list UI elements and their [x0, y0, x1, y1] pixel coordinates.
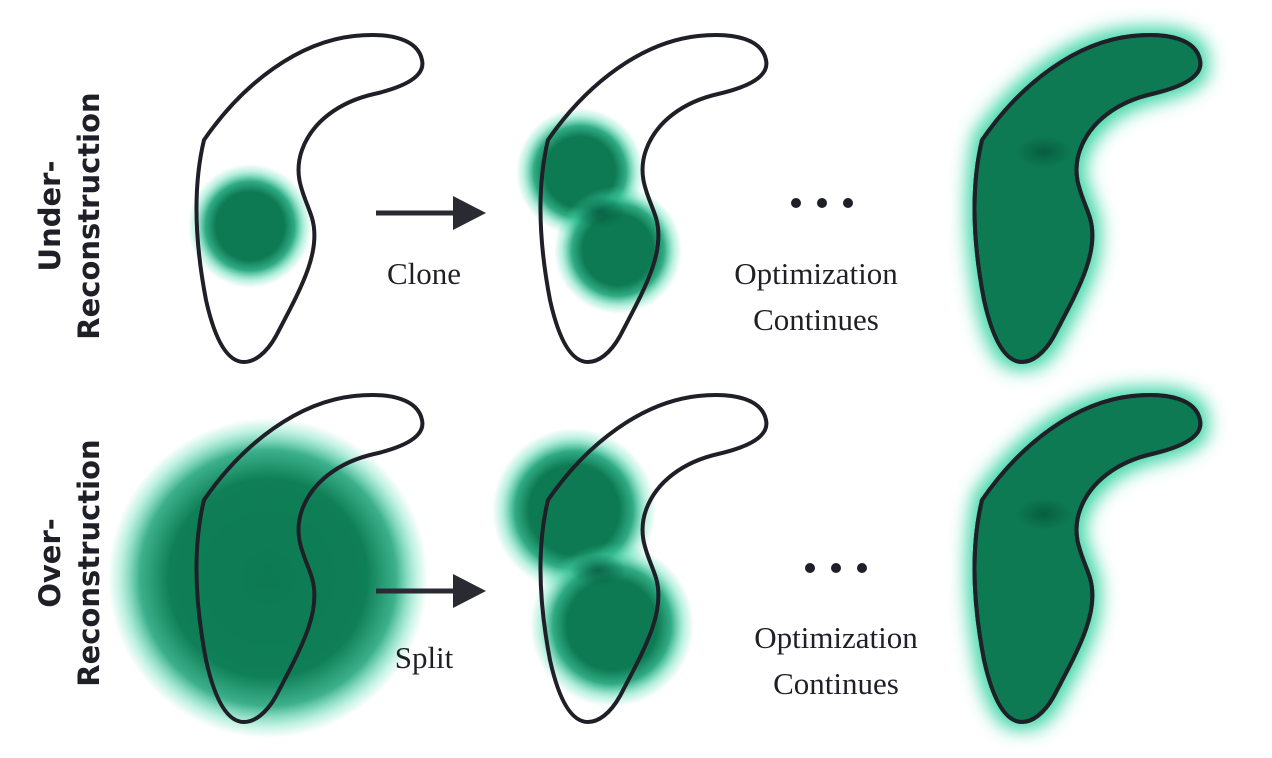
row2-final-state — [972, 393, 1203, 724]
optimization-label-line2: Continues — [773, 666, 899, 701]
ellipsis-icon — [791, 198, 853, 208]
row1-label-line1: Under- — [33, 161, 67, 272]
row2-initial-state — [108, 393, 428, 738]
row1-after-clone — [516, 33, 769, 364]
split-label: Split — [395, 640, 454, 675]
row2-label-line2: Reconstruction — [72, 439, 106, 686]
row2-after-split — [492, 393, 769, 724]
overlap-junction — [1016, 136, 1072, 168]
ellipsis-icon — [805, 563, 867, 573]
right-arrow-icon — [376, 574, 486, 608]
row1-initial-state — [188, 33, 425, 364]
overlap-junction — [574, 196, 626, 228]
filled-shape — [972, 33, 1203, 364]
large-gaussian — [108, 418, 428, 738]
optimization-label-line1: Optimization — [754, 620, 918, 655]
overlap-junction — [570, 554, 626, 586]
right-arrow-icon — [376, 196, 486, 230]
small-gaussian — [188, 164, 312, 288]
overlap-junction — [1016, 498, 1072, 530]
filled-shape — [972, 393, 1203, 724]
optimization-label-line1: Optimization — [734, 256, 898, 291]
row1-final-state — [972, 33, 1203, 364]
split-gaussian-2 — [530, 543, 694, 707]
clone-label: Clone — [387, 256, 461, 291]
row1-label-line2: Reconstruction — [72, 92, 106, 339]
optimization-label-line2: Continues — [753, 302, 879, 337]
row2-label-line1: Over- — [33, 518, 67, 608]
